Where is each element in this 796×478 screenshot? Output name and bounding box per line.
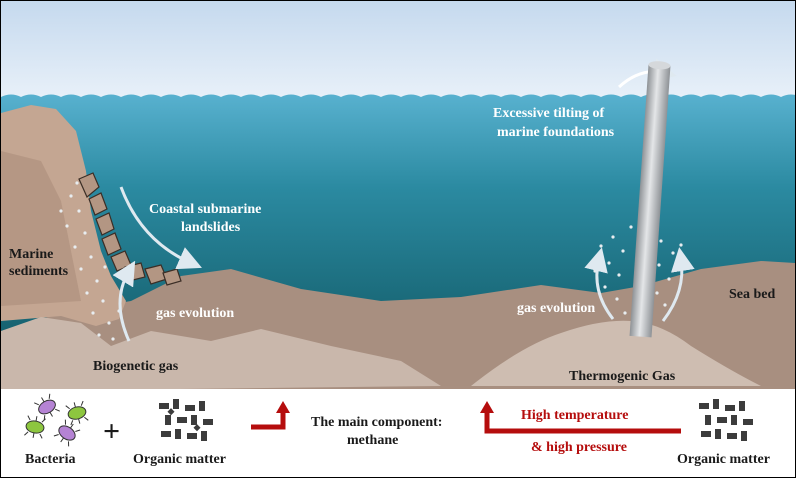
- red-arrow-right-head: [480, 401, 494, 413]
- label-thermogenic-gas: Thermogenic Gas: [569, 369, 676, 384]
- red-arrow-right: [484, 411, 681, 434]
- legend-high-temperature: High temperature: [521, 408, 628, 423]
- label-landslides-1: Coastal submarine: [149, 202, 261, 217]
- sediment-layer: [1, 317, 441, 391]
- label-gas-evolution-left: gas evolution: [156, 306, 234, 321]
- gas-evolution-arrow-right-2: [661, 247, 695, 322]
- organic-matter-icon-left: [159, 399, 213, 441]
- legend-plus: +: [103, 415, 120, 448]
- label-sea-bed: Sea bed: [729, 287, 776, 302]
- label-marine-sediments-1: Marine: [9, 247, 53, 262]
- organic-matter-icon-right: [699, 399, 753, 441]
- bacteria-icon: [24, 393, 89, 447]
- thermogenic-reservoir: [471, 320, 761, 386]
- label-tilting-1: Excessive tilting of: [493, 106, 605, 121]
- label-biogenetic-gas: Biogenetic gas: [93, 359, 179, 374]
- cliff-shadow: [1, 151, 81, 306]
- label-tilting-2: marine foundations: [497, 125, 615, 140]
- legend-main-component-1: The main component:: [311, 415, 442, 430]
- legend-organic-matter-right: Organic matter: [677, 452, 770, 467]
- label-gas-evolution-right: gas evolution: [517, 301, 595, 316]
- legend-bacteria: Bacteria: [25, 452, 76, 467]
- gas-evolution-arrow-right-1: [584, 247, 615, 320]
- label-marine-sediments-2: sediments: [9, 264, 69, 279]
- gas-evolution-arrow-left: [112, 260, 136, 342]
- landslide-arrow: [119, 186, 202, 270]
- red-arrow-left: [251, 411, 286, 430]
- sky: [1, 1, 795, 101]
- legend-organic-matter-left: Organic matter: [133, 452, 226, 467]
- legend-high-pressure: & high pressure: [531, 440, 627, 455]
- marine-foundation-pile: [629, 61, 671, 338]
- red-arrow-left-head: [276, 401, 290, 413]
- gas-bubbles-left: [59, 181, 121, 341]
- label-landslides-2: landslides: [181, 220, 241, 235]
- legend-main-component-2: methane: [347, 433, 398, 448]
